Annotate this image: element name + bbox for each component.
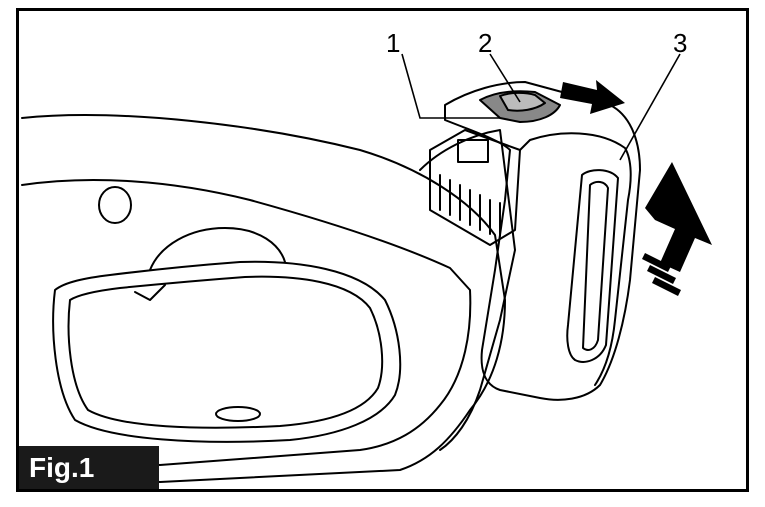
grip-notch xyxy=(134,284,166,301)
battery-window xyxy=(566,169,619,363)
tool-housing-outline xyxy=(21,114,506,483)
leader-line-1 xyxy=(401,53,500,119)
terminal-ribs xyxy=(439,174,501,237)
leader-line-2 xyxy=(489,53,521,103)
battery-mount xyxy=(419,129,516,451)
callout-3: 3 xyxy=(673,28,687,58)
bottom-oval xyxy=(215,406,261,422)
battery-window-inner xyxy=(582,180,609,351)
handle-opening-inner xyxy=(67,275,384,429)
figure-frame xyxy=(16,8,749,492)
leader-line-3 xyxy=(619,53,681,161)
battery-side-face xyxy=(519,132,632,386)
release-button-top xyxy=(499,91,546,112)
screw-hole xyxy=(98,186,132,224)
battery-terminals xyxy=(429,129,521,246)
tool-housing-inner xyxy=(21,179,472,466)
grip-ridge xyxy=(149,227,286,271)
terminal-slot-1 xyxy=(457,139,489,163)
arrow-up-icon xyxy=(642,162,712,296)
arrow-right-icon xyxy=(560,80,625,114)
callout-1: 1 xyxy=(386,28,400,58)
handle-opening xyxy=(52,260,402,443)
callout-2: 2 xyxy=(478,28,492,58)
figure-label: Fig.1 xyxy=(19,446,159,489)
battery-pack xyxy=(444,81,641,401)
